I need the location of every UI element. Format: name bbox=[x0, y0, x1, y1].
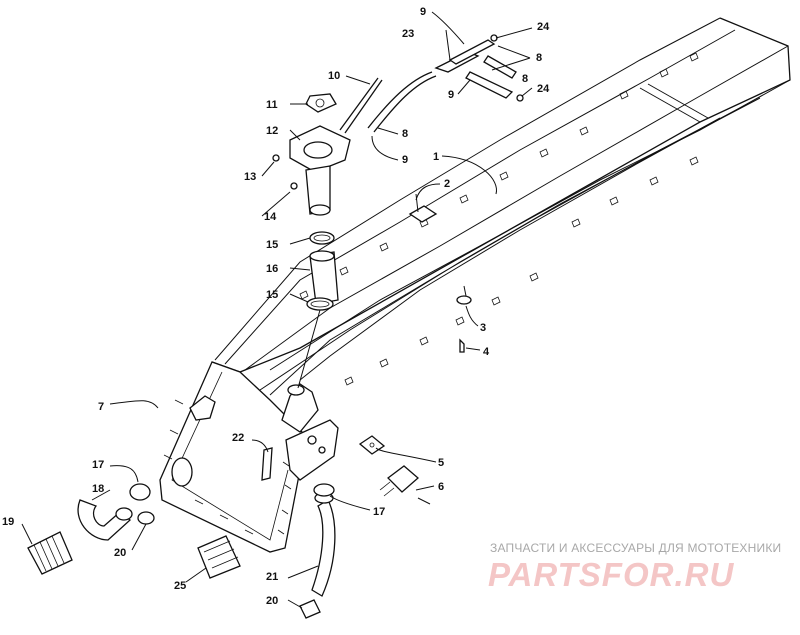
callout-10: 10 bbox=[328, 70, 340, 82]
overflow-tubes bbox=[367, 34, 524, 133]
callout-15b: 15 bbox=[266, 289, 278, 301]
callout-18: 18 bbox=[92, 483, 104, 495]
watermark-tagline: ЗАПЧАСТИ И АКСЕССУАРЫ ДЛЯ МОТОТЕХНИКИ bbox=[490, 541, 782, 555]
callout-9b: 9 bbox=[448, 89, 454, 101]
callout-8c: 8 bbox=[402, 128, 408, 140]
callout-8a: 8 bbox=[536, 52, 542, 64]
lower-hoses bbox=[27, 483, 336, 619]
callout-6: 6 bbox=[438, 481, 444, 493]
callout-25: 25 bbox=[174, 580, 186, 592]
callout-13: 13 bbox=[244, 171, 256, 183]
callout-12: 12 bbox=[266, 125, 278, 137]
mount-plate-5 bbox=[358, 435, 386, 455]
callout-2: 2 bbox=[444, 178, 450, 190]
callout-9c: 9 bbox=[402, 154, 408, 166]
bracket-22 bbox=[261, 419, 339, 481]
callout-5: 5 bbox=[438, 457, 444, 469]
callout-1: 1 bbox=[433, 151, 439, 163]
fasteners-2-3-4 bbox=[408, 193, 472, 353]
tunnel-heat-exchanger bbox=[211, 17, 791, 396]
callout-20b: 20 bbox=[266, 595, 278, 607]
front-heat-exchanger bbox=[159, 361, 319, 553]
filler-neck bbox=[272, 77, 383, 389]
callout-9a: 9 bbox=[420, 6, 426, 18]
callout-11: 11 bbox=[266, 99, 278, 111]
corrugated-hose-19 bbox=[27, 531, 73, 575]
callout-7: 7 bbox=[98, 401, 104, 413]
callout-17a: 17 bbox=[92, 459, 104, 471]
callout-16: 16 bbox=[266, 263, 278, 275]
callout-8b: 8 bbox=[522, 73, 528, 85]
callout-3: 3 bbox=[480, 322, 486, 334]
leader-lines bbox=[21, 11, 533, 609]
callout-20a: 20 bbox=[114, 547, 126, 559]
callout-24b: 24 bbox=[537, 83, 550, 95]
callout-15a: 15 bbox=[266, 239, 278, 251]
mount-plate-6 bbox=[379, 465, 431, 505]
callout-21: 21 bbox=[266, 571, 278, 583]
callout-23: 23 bbox=[402, 28, 414, 40]
callout-19: 19 bbox=[2, 516, 14, 528]
callout-17b: 17 bbox=[373, 506, 385, 518]
watermark-logo: PARTSFOR.RU bbox=[488, 556, 735, 593]
callout-22: 22 bbox=[232, 432, 244, 444]
callout-14: 14 bbox=[264, 211, 277, 223]
callout-numbers: 1 2 3 4 5 6 7 8 8 8 9 9 9 10 11 12 13 14… bbox=[2, 6, 550, 607]
callout-24a: 24 bbox=[537, 21, 550, 33]
callout-4: 4 bbox=[483, 346, 490, 358]
